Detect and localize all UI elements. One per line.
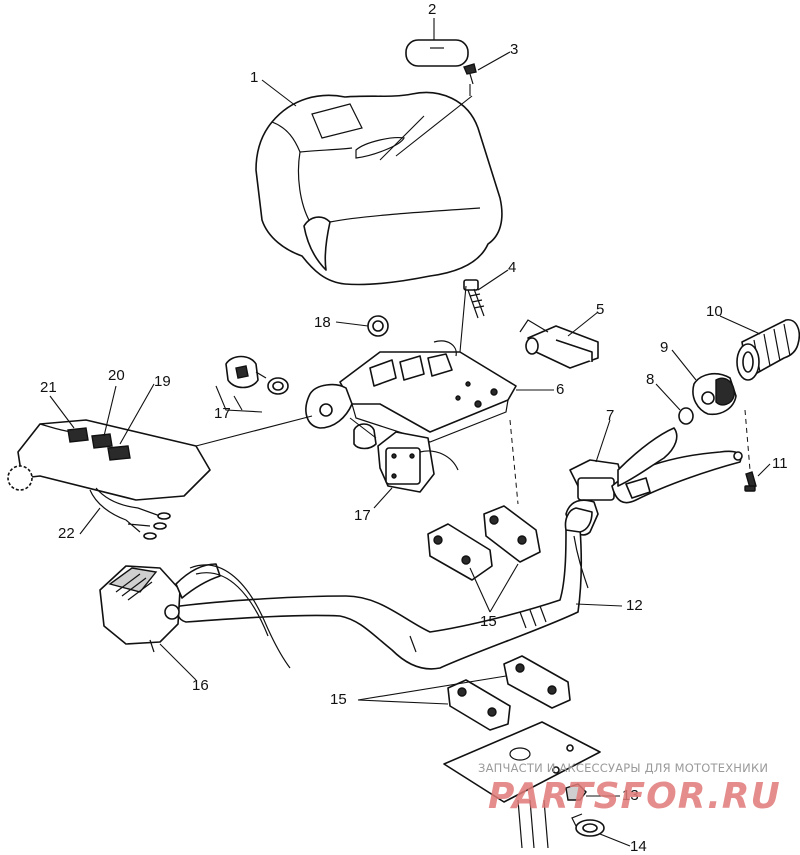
part-14-clamp bbox=[571, 813, 605, 837]
callout-8: 8 bbox=[646, 371, 654, 388]
indicator-panel-assembly bbox=[7, 419, 211, 540]
callout-5: 5 bbox=[596, 301, 604, 318]
steering-plate bbox=[443, 721, 601, 849]
callout-3: 3 bbox=[510, 41, 518, 58]
callout-7: 7 bbox=[606, 407, 614, 424]
callout-12: 12 bbox=[626, 597, 643, 614]
callout-9: 9 bbox=[660, 339, 668, 356]
callout-14: 14 bbox=[630, 838, 647, 855]
part-15-upper-clamps bbox=[427, 505, 541, 581]
callout-22: 22 bbox=[58, 525, 75, 542]
part-6-bracket bbox=[305, 340, 517, 443]
part-3-screw bbox=[463, 63, 477, 85]
part-18-grommet bbox=[367, 315, 389, 337]
watermark-tagline: ЗАПЧАСТИ И АКСЕССУАРЫ ДЛЯ МОТОТЕХНИКИ bbox=[478, 761, 768, 775]
callout-10: 10 bbox=[706, 303, 723, 320]
part-5-switch bbox=[519, 319, 599, 369]
callout-20: 20 bbox=[108, 367, 125, 384]
watermark: ЗАПЧАСТИ И АКСЕССУАРЫ ДЛЯ МОТОТЕХНИКИ PA… bbox=[478, 761, 781, 817]
callout-1: 1 bbox=[250, 69, 258, 86]
assembly-lines bbox=[195, 84, 751, 505]
part-1-headlight-cover bbox=[255, 91, 503, 286]
callout-4: 4 bbox=[508, 259, 516, 276]
callout-15-lower: 15 bbox=[330, 691, 347, 708]
callout-labels: 1 2 3 4 5 6 7 8 9 10 11 12 13 14 15 15 1… bbox=[40, 1, 788, 855]
callout-6: 6 bbox=[556, 381, 564, 398]
part-15-lower-clamps bbox=[447, 655, 571, 731]
part-8-plug bbox=[678, 407, 694, 425]
part-9-throttle-housing bbox=[692, 372, 737, 416]
callout-leaders bbox=[49, 18, 771, 847]
watermark-brand: PARTSFOR.RU bbox=[488, 776, 781, 817]
part-4-bolt bbox=[463, 279, 485, 319]
callout-11: 11 bbox=[772, 455, 788, 472]
part-17-ignition-switch bbox=[225, 355, 289, 395]
callout-15-upper: 15 bbox=[480, 613, 497, 630]
part-17-switch-block bbox=[353, 423, 459, 493]
callout-18: 18 bbox=[314, 314, 331, 331]
part-2-decal bbox=[405, 39, 469, 67]
callout-2: 2 bbox=[428, 1, 436, 18]
callout-16: 16 bbox=[192, 677, 209, 694]
part-16-left-switch bbox=[99, 563, 291, 669]
part-11-screw bbox=[744, 471, 757, 492]
part-7-master-cylinder bbox=[565, 427, 743, 536]
callout-21: 21 bbox=[40, 379, 57, 396]
callout-19: 19 bbox=[154, 373, 171, 390]
part-10-grip bbox=[736, 319, 800, 381]
callout-17-upper: 17 bbox=[214, 405, 231, 422]
callout-13: 13 bbox=[622, 787, 639, 804]
part-13-nut bbox=[565, 783, 587, 801]
callout-17-lower: 17 bbox=[354, 507, 371, 524]
